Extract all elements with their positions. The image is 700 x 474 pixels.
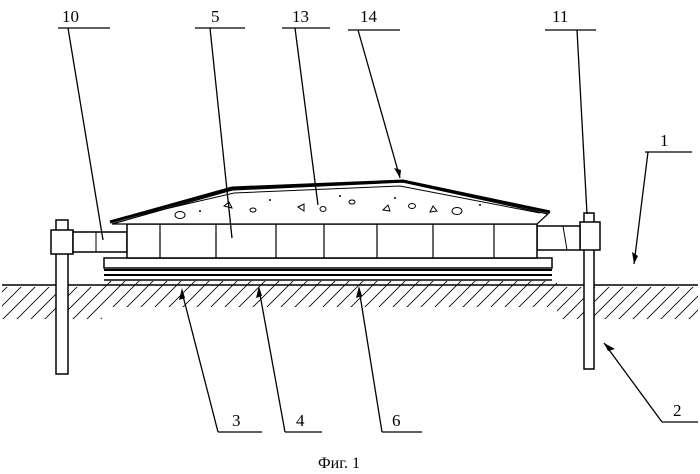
soil-hatching-left	[2, 287, 102, 319]
label-11: 11	[552, 7, 568, 26]
label-14: 14	[360, 7, 378, 26]
base-layers	[104, 258, 552, 280]
left-post-cap	[51, 230, 73, 254]
label-2: 2	[673, 401, 682, 420]
figure-caption: Фиг. 1	[318, 455, 360, 472]
base-layer-top	[104, 258, 552, 268]
left-end-block	[73, 232, 127, 252]
label-3: 3	[232, 411, 241, 430]
fill-mound-13	[110, 181, 550, 224]
soil-hatching-under	[102, 281, 557, 307]
label-4: 4	[296, 411, 305, 430]
block-row-outline	[127, 224, 537, 258]
right-post-cap	[580, 222, 600, 250]
block-row-5	[127, 224, 537, 258]
soil-hatching-right	[557, 287, 698, 319]
label-1: 1	[660, 131, 669, 150]
label-10: 10	[62, 7, 79, 26]
right-end-block	[537, 226, 580, 250]
label-6: 6	[392, 411, 401, 430]
label-13: 13	[292, 7, 309, 26]
label-5: 5	[211, 7, 220, 26]
